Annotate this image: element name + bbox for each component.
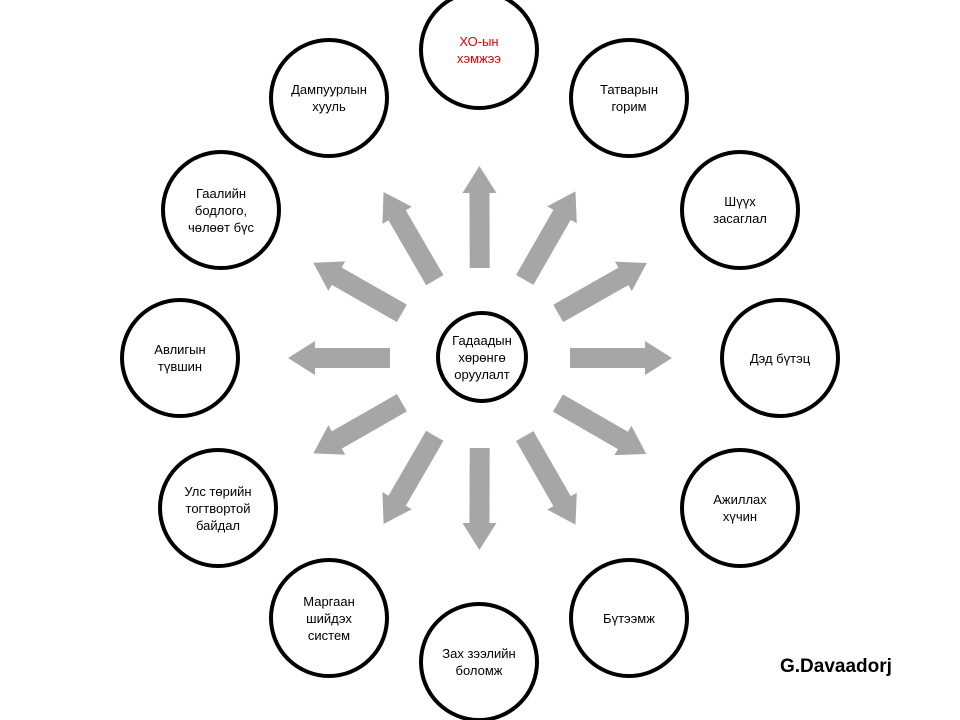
arrow-icon	[553, 261, 647, 323]
factor-label: Улс төрийн тогтвортой байдал	[184, 483, 252, 533]
factor-label: Шүүх засаглал	[713, 194, 767, 226]
factor-label: ХО-ын хэмжээ	[456, 34, 502, 66]
factor-node: Дампуурлын хууль	[269, 38, 389, 158]
factor-label: Дампуурлын хууль	[291, 82, 367, 114]
factor-node: Гаалийн бодлого, чөлөөт бүс	[161, 150, 281, 270]
factor-label: Татварын горим	[600, 82, 658, 114]
factor-label: Гаалийн бодлого, чөлөөт бүс	[187, 185, 255, 235]
factor-node: Татварын горим	[569, 38, 689, 158]
arrow-icon	[570, 341, 672, 375]
arrow-icon	[516, 431, 577, 525]
factor-node: Маргаан шийдэх систем	[269, 558, 389, 678]
arrow-icon	[382, 191, 444, 286]
factor-node: Дэд бүтэц	[720, 298, 840, 418]
factor-node: Бүтээмж	[569, 558, 689, 678]
factor-node: Шүүх засаглал	[680, 150, 800, 270]
arrow-icon	[313, 261, 407, 323]
center-label: Гадаадын хөрөнгө оруулалт	[452, 332, 512, 382]
center-node: Гадаадын хөрөнгө оруулалт	[436, 311, 528, 403]
factor-label: Бүтээмж	[603, 610, 655, 626]
arrow-icon	[288, 341, 390, 375]
arrow-icon	[313, 394, 407, 455]
factor-label: Дэд бүтэц	[749, 350, 811, 366]
arrow-icon	[552, 394, 647, 456]
arrow-icon	[382, 430, 444, 525]
factor-label: Зах зээлийн боломж	[442, 646, 516, 678]
arrow-icon	[462, 166, 497, 269]
factor-node: ХО-ын хэмжээ	[419, 0, 539, 110]
arrow-icon	[516, 191, 577, 285]
factor-label: Авлигын түвшин	[154, 342, 206, 374]
factor-node: Авлигын түвшин	[120, 298, 240, 418]
factor-node: Улс төрийн тогтвортой байдал	[158, 448, 278, 568]
arrow-icon	[462, 447, 497, 550]
author-signature: G.Davaadorj	[780, 656, 892, 677]
factor-node: Зах зээлийн боломж	[419, 602, 539, 720]
factor-node: Ажиллах хүчин	[680, 448, 800, 568]
factor-label: Маргаан шийдэх систем	[303, 593, 355, 643]
factor-label: Ажиллах хүчин	[713, 492, 767, 524]
